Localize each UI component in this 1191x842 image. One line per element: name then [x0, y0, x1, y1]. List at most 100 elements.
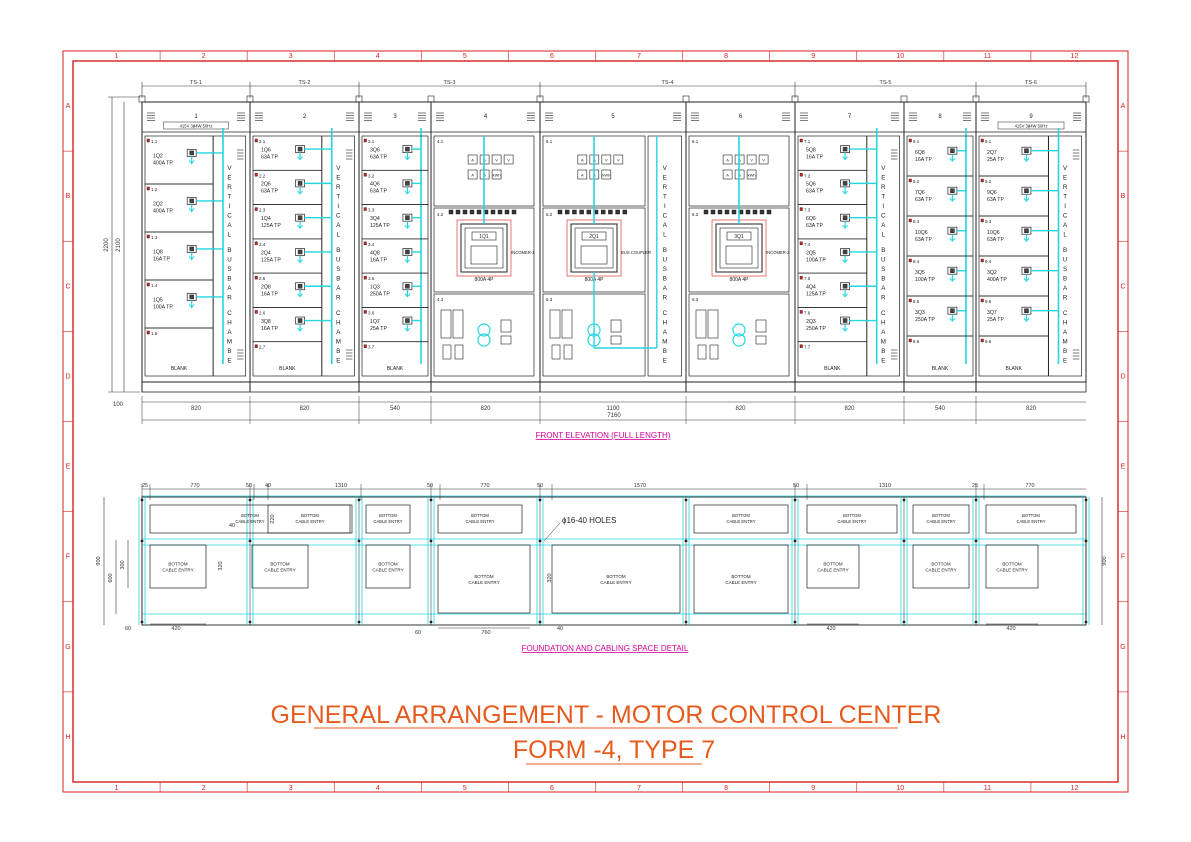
foundation-top-dim: 770	[1025, 483, 1034, 489]
feeder-name: 5Q6	[806, 182, 816, 188]
feeder-door	[361, 341, 429, 377]
indicator-lamp	[586, 209, 592, 215]
feeder-id: 1.1	[151, 139, 158, 144]
nameplate	[163, 121, 229, 130]
feeder-rating: 16A TP	[261, 292, 278, 298]
grid-col-label-top: 10	[896, 53, 904, 60]
busbar-text-letter: A	[1063, 222, 1068, 229]
busbar-text-letter: L	[882, 232, 886, 239]
grid-col-label-top: 2	[202, 53, 206, 60]
feeder-id: 8.2	[913, 179, 920, 184]
cable-entry-text-1: BOTTOM	[932, 513, 950, 518]
breaker-face	[719, 227, 759, 269]
grid-row-label-right: G	[1120, 644, 1125, 651]
busbar-text-letter: H	[663, 320, 667, 327]
busbar-text-letter: A	[881, 329, 886, 336]
feeder-arrow	[404, 156, 411, 161]
ct-compartment	[433, 293, 535, 377]
indicator-lamp	[504, 209, 510, 215]
feeder-rating: 250A TP	[915, 317, 935, 323]
feeder-arrow	[842, 259, 848, 264]
busbar-text-letter: E	[663, 175, 667, 182]
feeder-id: 3.3	[368, 208, 375, 213]
feeder-id: 3.1	[368, 139, 375, 144]
plinth	[141, 381, 1087, 393]
grid-row-label-left: G	[65, 644, 70, 651]
fixing-hole	[793, 539, 797, 543]
busbar-text-letter: C	[663, 213, 668, 220]
fixing-hole	[1084, 620, 1088, 624]
breaker-knob	[842, 283, 848, 289]
feeder-blank: BLANK	[279, 366, 296, 372]
cable-entry-text-2: CABLE ENTRY	[926, 519, 955, 524]
feeder-arrow	[297, 259, 303, 264]
busbar-text-letter: T	[228, 194, 232, 201]
feeder-name: 3Q2	[987, 270, 997, 276]
feeder-id: 2.4	[259, 242, 266, 247]
busbar-text-letter: V	[881, 165, 886, 172]
fixing-hole	[538, 539, 542, 543]
breaker-face	[574, 227, 614, 269]
panel-width-dim: 540	[390, 406, 401, 412]
busbar-text-letter: A	[1063, 285, 1068, 292]
meter-label: V	[617, 158, 620, 163]
indicator-lamp	[462, 209, 468, 215]
breaker-knob	[297, 146, 303, 152]
busbar-text-letter: H	[336, 320, 340, 327]
busbar-text-letter: B	[1063, 247, 1067, 254]
foundation-top-dim: 1570	[634, 483, 646, 489]
fixing-hole	[140, 539, 144, 543]
cable-entry-top	[912, 504, 970, 534]
busbar-text-letter: A	[1063, 329, 1068, 336]
feeder-arrow	[1023, 157, 1030, 162]
feeder-indicator	[146, 330, 150, 335]
foundation-top-dim: 25	[142, 483, 148, 489]
busbar-text-letter: C	[663, 310, 668, 317]
busbar-text-letter: B	[663, 276, 667, 283]
feeder-rating: 16A TP	[261, 326, 278, 332]
feeder-rating: 100A TP	[915, 277, 935, 283]
grid-row-label-left: B	[66, 193, 71, 200]
busbar-text-letter: C	[227, 213, 232, 220]
meter-label: A	[581, 173, 584, 178]
foundation-top-dim: 770	[480, 483, 489, 489]
busbar-text-letter: E	[881, 358, 885, 365]
breaker-id: 3Q1	[734, 234, 744, 240]
feeder-indicator	[363, 275, 367, 280]
foundation-side-dim: 900	[1102, 556, 1108, 565]
meter-label: V	[605, 158, 608, 163]
breaker-nameplate	[726, 231, 752, 241]
breaker-knob	[842, 181, 848, 186]
cable-entry-bottom	[365, 544, 411, 589]
meter-label: V	[495, 158, 498, 163]
feeder-rating: 63A TP	[261, 154, 278, 160]
grid-col-label-top: 12	[1071, 53, 1079, 60]
cable-entry-text-2: CABLE ENTRY	[837, 519, 866, 524]
fixing-hole	[140, 620, 144, 624]
feeder-arrow	[949, 157, 956, 162]
feeder-name: 6Q6	[806, 216, 816, 222]
compartment-id: 4.2	[437, 212, 444, 217]
fixing-hole	[1084, 539, 1088, 543]
feeder-id: 7.5	[804, 276, 811, 281]
ct-compartment	[688, 293, 790, 377]
feeder-indicator	[254, 173, 258, 177]
feeder-blank: BLANK	[824, 366, 841, 372]
grid-col-label-bottom: 4	[376, 785, 380, 792]
breaker-knob	[1024, 268, 1029, 273]
feeder-arrow	[949, 317, 956, 322]
feeder-arrow	[1023, 317, 1030, 322]
indicator-lamp	[731, 209, 737, 215]
meter	[491, 154, 502, 165]
cable-entry-text-2: CABLE ENTRY	[373, 519, 402, 524]
busbar-text-letter: T	[336, 194, 340, 201]
cable-entry-bottom	[551, 544, 681, 614]
cable-entry-text-2: CABLE ENTRY	[162, 568, 193, 573]
breaker-knob	[405, 283, 410, 289]
feeder-rating: 250A TP	[806, 326, 826, 332]
compartment-id: 6.3	[692, 297, 699, 302]
feeder-id: 2.6	[259, 310, 266, 315]
